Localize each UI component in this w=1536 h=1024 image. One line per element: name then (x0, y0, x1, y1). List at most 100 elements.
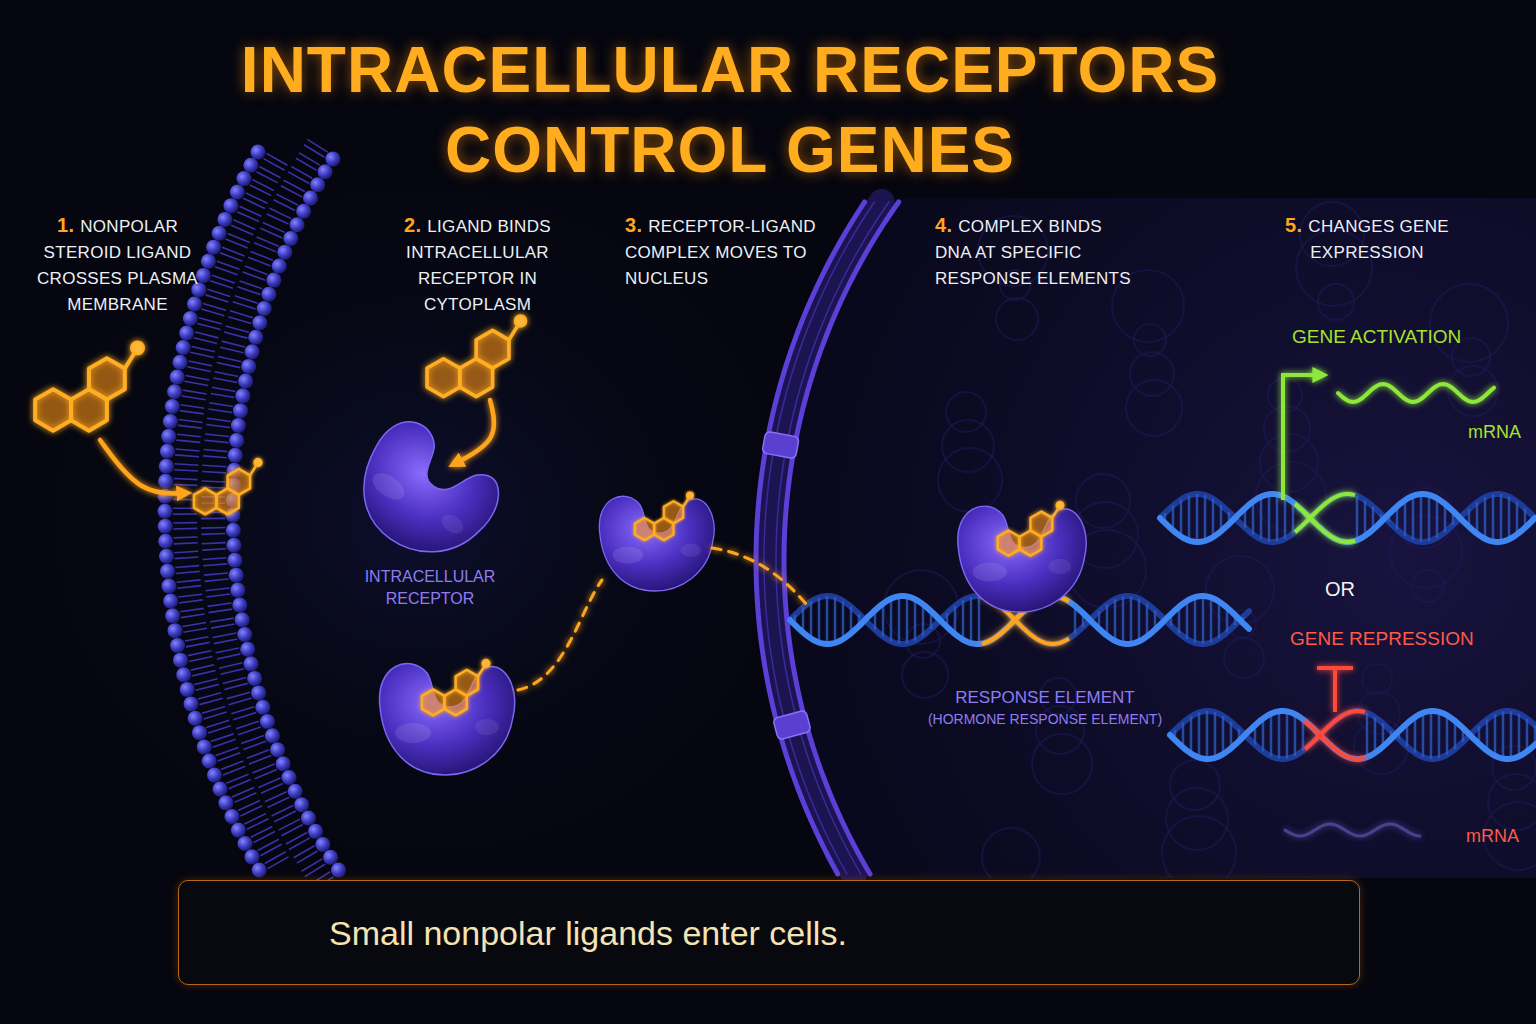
lipid-head (201, 254, 216, 269)
base-pair (1502, 711, 1505, 758)
lipid-head (160, 564, 175, 579)
receptor-highlight (438, 510, 467, 537)
lipid-head (196, 268, 211, 283)
lipid-head (183, 311, 198, 326)
base-pair (978, 596, 981, 644)
base-pair (1302, 719, 1305, 750)
base-pair (1190, 717, 1193, 754)
step-heading: 5.CHANGES GENE EXPRESSION (1262, 212, 1472, 266)
lipid-head (229, 433, 244, 448)
intracellular-receptor (599, 496, 714, 591)
steroid-ring (1030, 512, 1052, 537)
lipid-head (318, 164, 333, 179)
steroid-ligand (422, 660, 490, 716)
base-pair (1260, 497, 1263, 540)
lipid-head (158, 504, 173, 519)
base-pair (1057, 597, 1061, 643)
lipid-head (266, 273, 281, 288)
steroid-group (131, 342, 144, 355)
chromatin-texture (1206, 556, 1274, 624)
base-pair (1218, 602, 1221, 639)
lipid-head (251, 145, 266, 160)
step-heading: 4.COMPLEX BINDS DNA AT SPECIFIC RESPONSE… (935, 212, 1140, 292)
outcome-label: GENE ACTIVATION (1292, 324, 1461, 350)
lipid-head (283, 231, 298, 246)
base-pair (1500, 494, 1503, 541)
base-pair (1262, 719, 1265, 752)
outcome-label: GENE REPRESSION (1290, 626, 1474, 652)
base-pair (1526, 719, 1529, 752)
lipid-head (272, 259, 287, 274)
steroid-ring (456, 670, 478, 696)
base-pair (1438, 712, 1441, 758)
base-pair (882, 604, 885, 637)
steroid-ring (35, 389, 71, 430)
lipid-head (212, 226, 227, 241)
envelope-membrane (756, 202, 865, 874)
base-pair (898, 596, 901, 643)
mrna-label: mRNA (1466, 824, 1519, 848)
chromatin-texture (996, 298, 1038, 340)
base-pair (1341, 715, 1345, 754)
step-text: LIGAND BINDS INTRACELLULAR RECEPTOR IN C… (406, 217, 551, 314)
lipid-head (192, 725, 207, 740)
lipid-head (228, 448, 243, 463)
lipid-head (296, 204, 311, 219)
lipid-head (232, 597, 247, 612)
chromatin-texture (1166, 788, 1228, 850)
steroid-stem (125, 354, 134, 369)
lipid-head (180, 682, 195, 697)
base-pair (1252, 502, 1255, 535)
lipid-head (218, 795, 233, 810)
lipid-head (213, 782, 228, 797)
steroid-ring (422, 689, 444, 715)
lipid-head (179, 325, 194, 340)
base-pair (1146, 604, 1149, 637)
step-number: 2. (404, 214, 421, 236)
base-pair (1138, 599, 1141, 642)
base-pair (1476, 502, 1479, 533)
base-pair (985, 598, 989, 642)
step-number: 5. (1285, 214, 1302, 236)
lipid-head (230, 185, 245, 200)
steroid-ligand (194, 459, 262, 515)
steroid-stem (478, 667, 484, 676)
activation-arrow (1283, 375, 1322, 500)
lipid-head (247, 671, 262, 686)
base-pair (1412, 496, 1415, 540)
steroid-stem (509, 326, 517, 340)
base-pair (1278, 711, 1281, 758)
step-heading: 3.RECEPTOR-LIGAND COMPLEX MOVES TO NUCLE… (625, 212, 840, 292)
caption-text: Small nonpolar ligands enter cells. (329, 912, 847, 954)
chromatin-texture (1170, 760, 1220, 810)
nuclear-pore (773, 710, 812, 740)
steroid-ring (635, 518, 654, 540)
base-pair (1188, 496, 1191, 541)
step-heading: 1.NONPOLAR STEROID LIGAND CROSSES PLASMA… (20, 212, 215, 318)
lipid-head (294, 797, 309, 812)
intracellular-receptor (958, 506, 1086, 612)
lipid-head (237, 627, 252, 642)
envelope-membrane (764, 202, 874, 874)
steroid-stem (250, 466, 256, 475)
lipid-head (276, 756, 291, 771)
envelope-membrane (784, 202, 899, 874)
response-element-strand (1295, 494, 1355, 532)
base-pair (1286, 711, 1289, 758)
lipid-head (235, 612, 250, 627)
lipid-head (233, 403, 248, 418)
nuclear-envelope (756, 202, 899, 874)
lipid-head (255, 700, 270, 715)
dna-strand (1170, 711, 1536, 759)
base-pair (890, 599, 893, 642)
chromatin-texture (902, 652, 948, 698)
mrna-strand-faint (1285, 824, 1420, 836)
step-number: 1. (57, 214, 74, 236)
lipid-head (310, 177, 325, 192)
lipid-head (288, 784, 303, 799)
lipid-head (226, 538, 241, 553)
lipid-head (238, 374, 253, 389)
base-pair (1349, 712, 1353, 758)
nucleus-interior (780, 198, 1536, 878)
movement-path (518, 580, 602, 690)
